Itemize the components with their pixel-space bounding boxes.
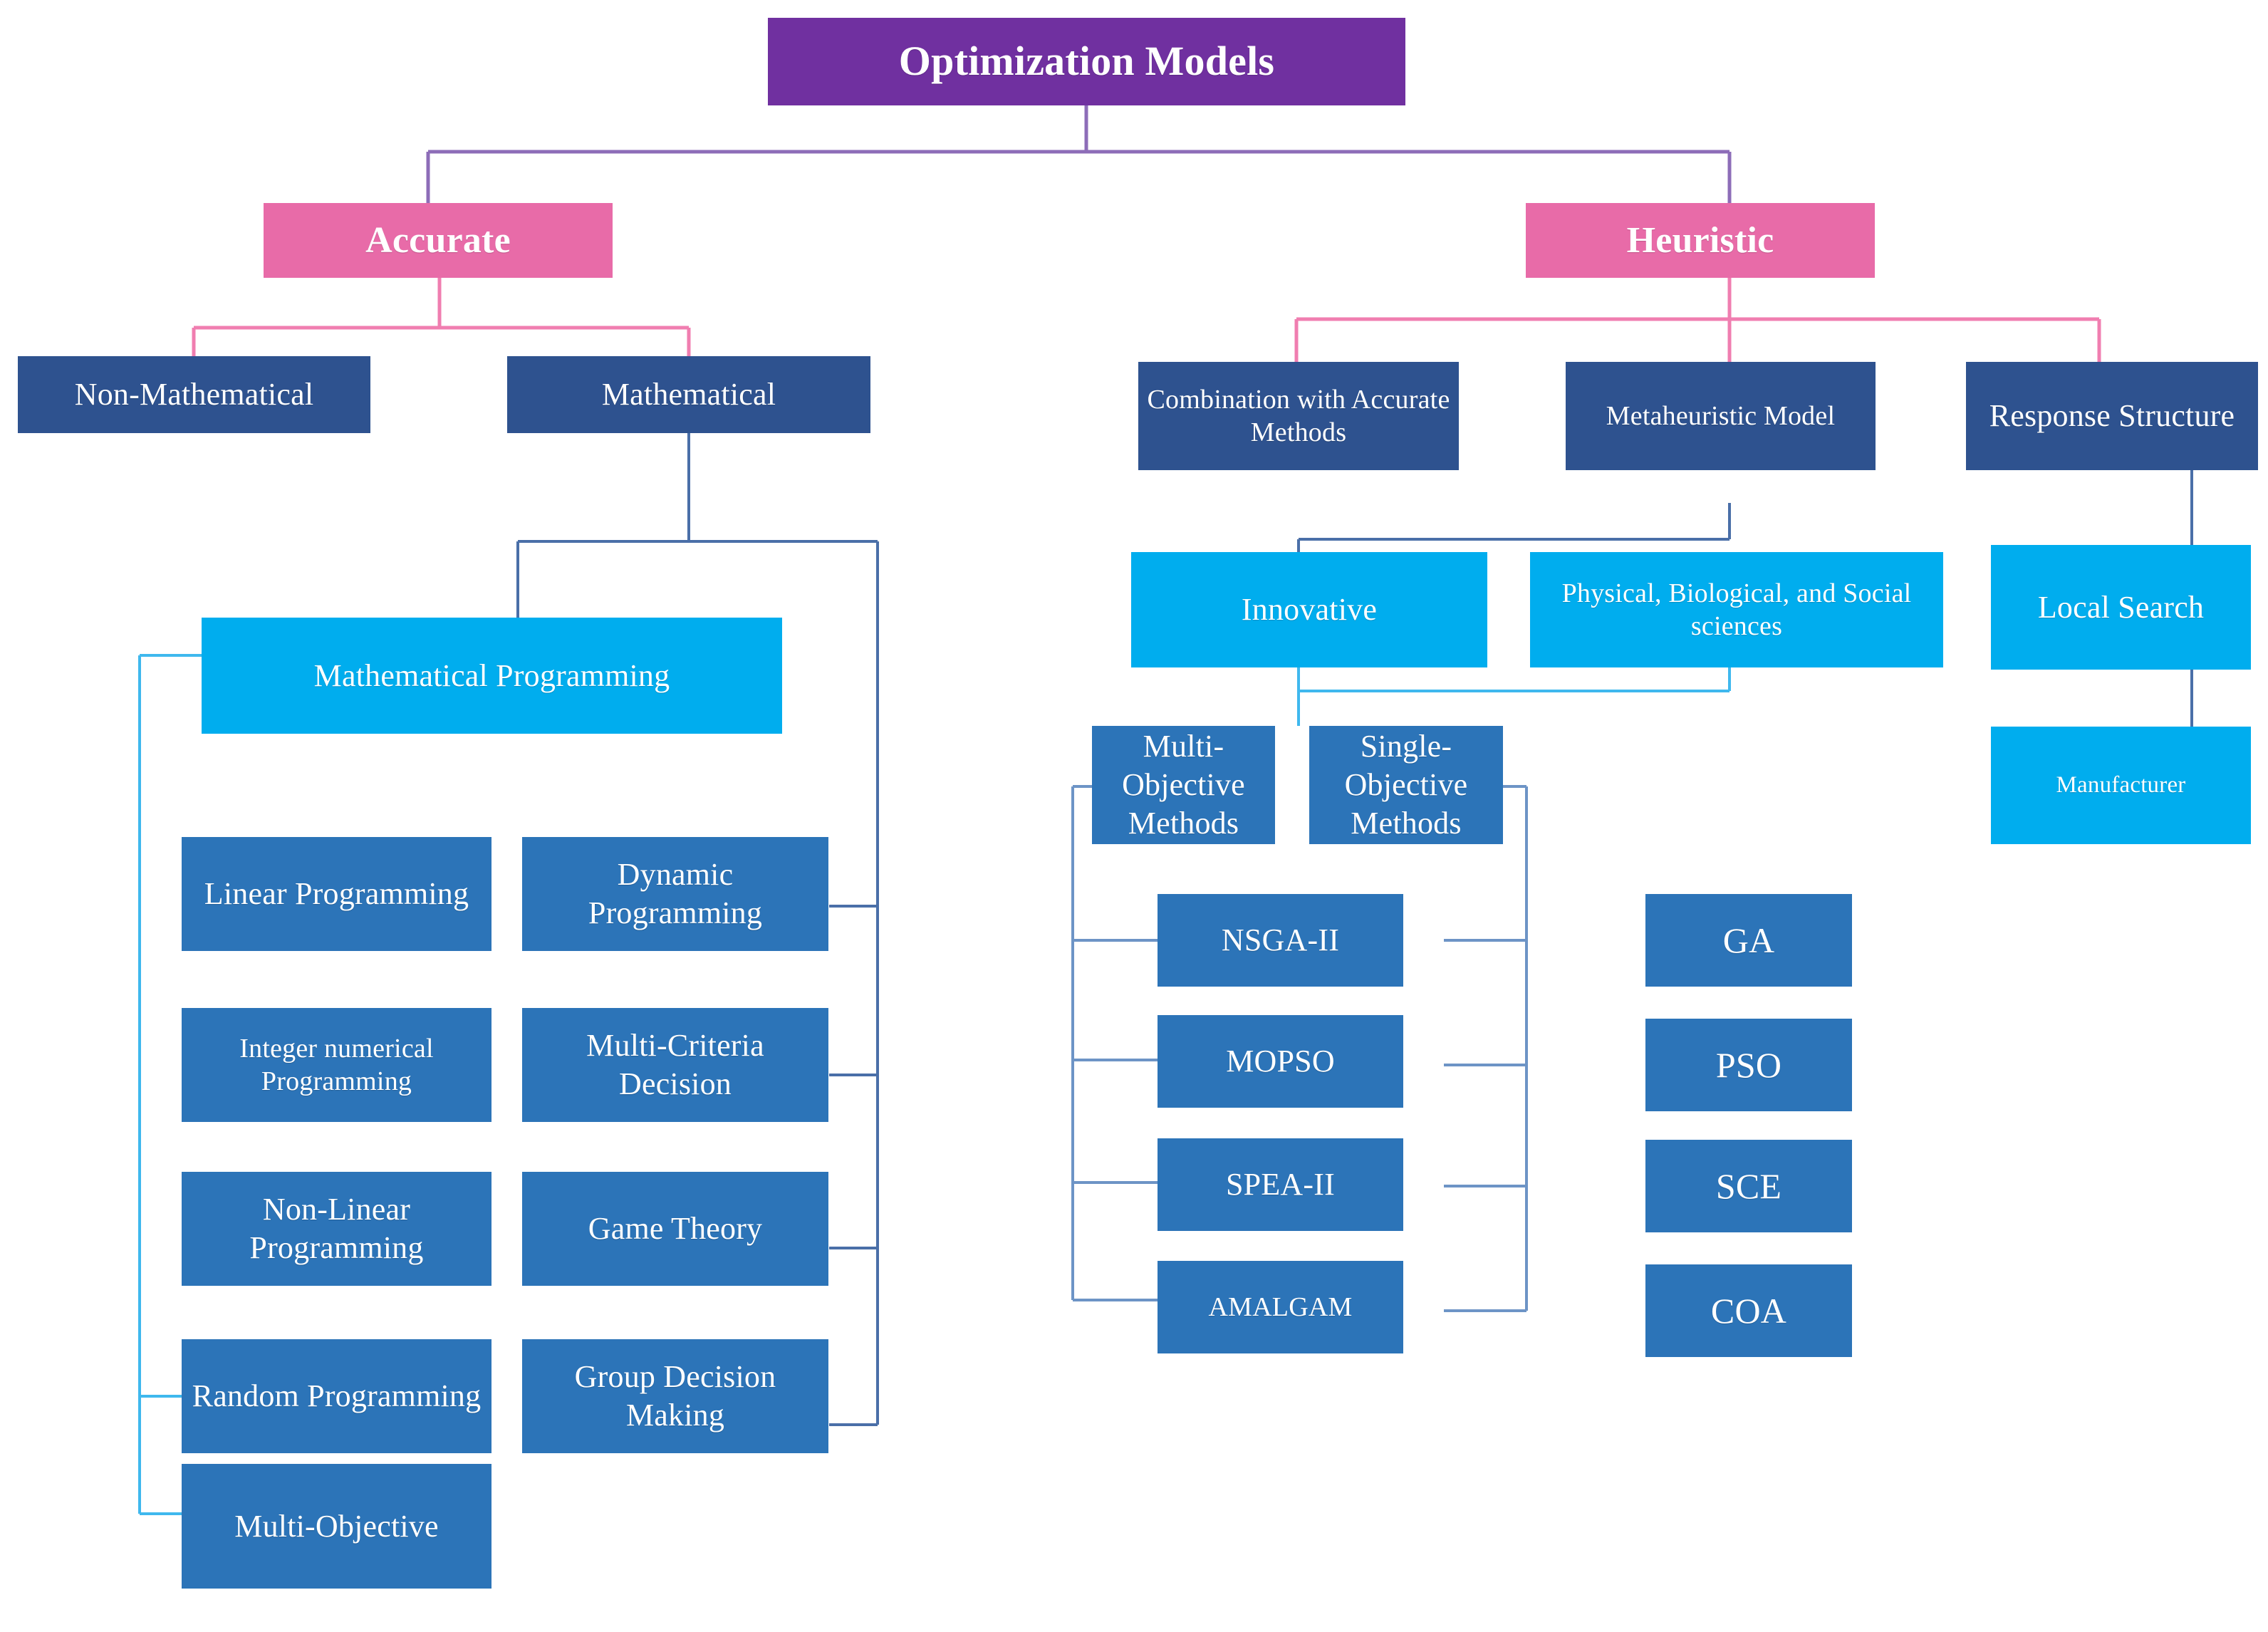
node-integer-numerical-programming[interactable]: Integer numerical Programming	[182, 1008, 491, 1122]
node-accurate[interactable]: Accurate	[264, 203, 613, 278]
node-physical-biological-social-sciences[interactable]: Physical, Biological, and Social science…	[1530, 552, 1943, 667]
node-group-decision-making[interactable]: Group Decision Making	[522, 1339, 828, 1453]
node-mathematical[interactable]: Mathematical	[507, 356, 870, 433]
node-non-mathematical[interactable]: Non-Mathematical	[18, 356, 370, 433]
node-random-programming[interactable]: Random Programming	[182, 1339, 491, 1453]
node-multi-criteria-decision[interactable]: Multi-Criteria Decision	[522, 1008, 828, 1122]
node-non-linear-programming[interactable]: Non-Linear Programming	[182, 1172, 491, 1286]
node-sce[interactable]: SCE	[1645, 1140, 1852, 1232]
node-linear-programming[interactable]: Linear Programming	[182, 837, 491, 951]
node-ga[interactable]: GA	[1645, 894, 1852, 987]
node-mathematical-programming[interactable]: Mathematical Programming	[202, 618, 782, 734]
node-mopso[interactable]: MOPSO	[1158, 1015, 1403, 1108]
node-dynamic-programming[interactable]: Dynamic Programming	[522, 837, 828, 951]
node-metaheuristic-model[interactable]: Metaheuristic Model	[1566, 362, 1876, 470]
node-pso[interactable]: PSO	[1645, 1019, 1852, 1111]
node-heuristic[interactable]: Heuristic	[1526, 203, 1875, 278]
node-multi-objective[interactable]: Multi-Objective	[182, 1464, 491, 1589]
node-local-search[interactable]: Local Search	[1991, 545, 2251, 670]
node-spea-ii[interactable]: SPEA-II	[1158, 1138, 1403, 1231]
node-coa[interactable]: COA	[1645, 1264, 1852, 1357]
node-nsga-ii[interactable]: NSGA-II	[1158, 894, 1403, 987]
node-multi-objective-methods[interactable]: Multi-Objective Methods	[1092, 726, 1275, 844]
node-combination-with-accurate-methods[interactable]: Combination with Accurate Methods	[1138, 362, 1459, 470]
node-optimization-models[interactable]: Optimization Models	[768, 18, 1405, 105]
node-single-objective-methods[interactable]: Single-Objective Methods	[1309, 726, 1503, 844]
node-amalgam[interactable]: AMALGAM	[1158, 1261, 1403, 1353]
node-manufacturer[interactable]: Manufacturer	[1991, 727, 2251, 844]
node-response-structure[interactable]: Response Structure	[1966, 362, 2258, 470]
node-innovative[interactable]: Innovative	[1131, 552, 1487, 667]
node-game-theory[interactable]: Game Theory	[522, 1172, 828, 1286]
